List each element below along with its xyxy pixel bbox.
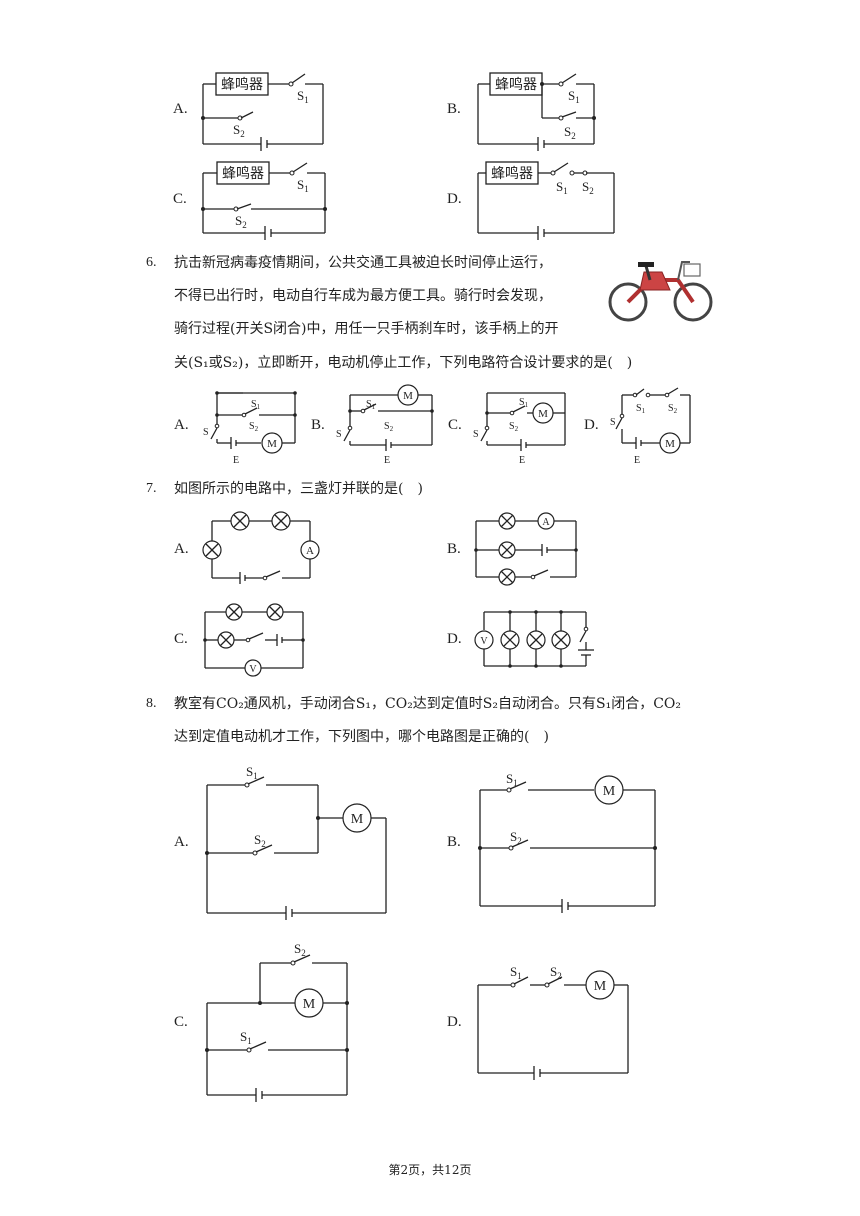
- q7-option-d-label[interactable]: D.: [447, 631, 462, 647]
- ammeter-label: A: [306, 545, 314, 557]
- q8-option-a-label[interactable]: A.: [174, 834, 189, 850]
- q7-option-a-label[interactable]: A.: [174, 541, 189, 557]
- motor-label: M: [403, 390, 413, 402]
- e-label: E: [384, 455, 390, 466]
- motor-label: M: [665, 438, 675, 450]
- q5-option-b-label[interactable]: B.: [447, 101, 461, 117]
- q6-circuit-a: S1 S2 S M E: [203, 391, 297, 466]
- q5-circuit-d: 蜂鸣器 S1 S2: [477, 161, 615, 240]
- q7-option-c-label[interactable]: C.: [174, 631, 188, 647]
- svg-text:S1: S1: [636, 403, 646, 415]
- q6-option-b-label[interactable]: B.: [311, 417, 325, 433]
- s-label: S: [473, 429, 479, 440]
- electric-bicycle-image: [608, 261, 713, 322]
- q7-circuit-b: A: [474, 512, 578, 586]
- q6-circuit-b: M S1 S2 S E: [336, 384, 434, 466]
- q7-circuit-a: A: [202, 511, 320, 584]
- q5-circuit-b: 蜂鸣器 S1 S2: [477, 72, 596, 151]
- q6-text-line-2: 不得已出行时，电动自行车成为最方便工具。骑行时会发现，: [174, 288, 552, 304]
- q6-option-c-label[interactable]: C.: [448, 417, 462, 433]
- svg-text:S2: S2: [509, 421, 519, 433]
- q8-text-line-2: 达到定值电动机才工作，下列图中，哪个电路图是正确的( ): [174, 729, 549, 745]
- svg-text:S1: S1: [297, 177, 309, 194]
- svg-text:S2: S2: [233, 122, 245, 139]
- q7-option-b-label[interactable]: B.: [447, 541, 461, 557]
- svg-text:S1: S1: [297, 88, 309, 105]
- q6-circuit-c: S1 M S2 S E: [473, 392, 566, 466]
- e-label: E: [519, 455, 525, 466]
- svg-text:S1: S1: [366, 399, 376, 411]
- q8-circuit-d: S1 S2 M: [477, 964, 629, 1080]
- svg-text:S2: S2: [550, 964, 562, 981]
- svg-text:S1: S1: [519, 397, 529, 409]
- svg-text:S2: S2: [668, 403, 678, 415]
- motor-label: M: [267, 438, 277, 450]
- buzzer-label: 蜂鸣器: [495, 76, 537, 93]
- svg-text:S2: S2: [510, 829, 522, 846]
- q7-question: 如图所示的电路中，三盏灯并联的是( ): [174, 481, 423, 497]
- q6-text-line-4: 关(S₁或S₂)，立即断开，电动机停止工作，下列电路符合设计要求的是( ): [174, 355, 633, 371]
- q5-option-c-label[interactable]: C.: [173, 191, 187, 207]
- q7-number: 7.: [146, 481, 157, 496]
- svg-text:S2: S2: [249, 421, 259, 433]
- q8-number: 8.: [146, 696, 157, 711]
- q6-text-line-1: 抗击新冠病毒疫情期间，公共交通工具被迫长时间停止运行，: [174, 255, 552, 271]
- voltmeter-label: V: [249, 664, 257, 675]
- q5-option-d-label[interactable]: D.: [447, 191, 462, 207]
- svg-text:S1: S1: [510, 964, 522, 981]
- svg-text:S1: S1: [240, 1029, 252, 1046]
- q6-number: 6.: [146, 255, 157, 270]
- motor-label: M: [351, 812, 364, 827]
- svg-text:S1: S1: [568, 88, 580, 105]
- motor-label: M: [594, 979, 607, 994]
- ammeter-label: A: [542, 517, 550, 528]
- q5-option-a-label[interactable]: A.: [173, 101, 188, 117]
- q8-text-line-1: 教室有CO₂通风机，手动闭合S₁，CO₂达到定值时S₂自动闭合。只有S₁闭合，C…: [174, 696, 682, 712]
- voltmeter-label: V: [480, 636, 488, 647]
- s-label: S: [610, 417, 616, 428]
- q7-circuit-c: V: [203, 603, 305, 677]
- q8-option-d-label[interactable]: D.: [447, 1014, 462, 1030]
- svg-text:S2: S2: [235, 213, 247, 230]
- svg-text:S2: S2: [564, 124, 576, 141]
- motor-label: M: [603, 784, 616, 799]
- q6-option-d-label[interactable]: D.: [584, 417, 599, 433]
- q8-option-c-label[interactable]: C.: [174, 1014, 188, 1030]
- svg-text:S2: S2: [294, 941, 306, 958]
- e-label: E: [634, 455, 640, 466]
- q8-circuit-a: S1 M S2: [205, 764, 387, 920]
- svg-text:S2: S2: [254, 832, 266, 849]
- q5-circuit-a: 蜂鸣器 S1 S2: [201, 72, 324, 151]
- svg-text:S1: S1: [246, 764, 258, 781]
- q8-circuit-c: S2 M S1: [205, 941, 349, 1102]
- q6-text-line-3: 骑行过程(开关S闭合)中，用任一只手柄刹车时，该手柄上的开: [174, 321, 559, 337]
- svg-text:S2: S2: [582, 179, 594, 196]
- q5-circuit-c: 蜂鸣器 S1 S2: [201, 161, 327, 240]
- s-label: S: [336, 429, 342, 440]
- svg-text:S1: S1: [506, 771, 518, 788]
- q7-circuit-d: V: [474, 610, 594, 668]
- e-label: E: [233, 455, 239, 466]
- q8-circuit-b: S1 M S2: [478, 771, 657, 913]
- buzzer-label: 蜂鸣器: [221, 76, 263, 93]
- svg-text:S1: S1: [251, 399, 261, 411]
- q8-option-b-label[interactable]: B.: [447, 834, 461, 850]
- svg-text:S2: S2: [384, 421, 394, 433]
- motor-label: M: [303, 997, 316, 1012]
- buzzer-label: 蜂鸣器: [222, 165, 264, 182]
- q6-option-a-label[interactable]: A.: [174, 417, 189, 433]
- svg-text:S1: S1: [556, 179, 568, 196]
- motor-label: M: [538, 408, 548, 420]
- s-label: S: [203, 427, 209, 438]
- q6-circuit-d: S1 S2 S M E: [610, 387, 691, 466]
- page-footer: 第2页，共12页: [388, 1163, 472, 1177]
- buzzer-label: 蜂鸣器: [491, 165, 533, 182]
